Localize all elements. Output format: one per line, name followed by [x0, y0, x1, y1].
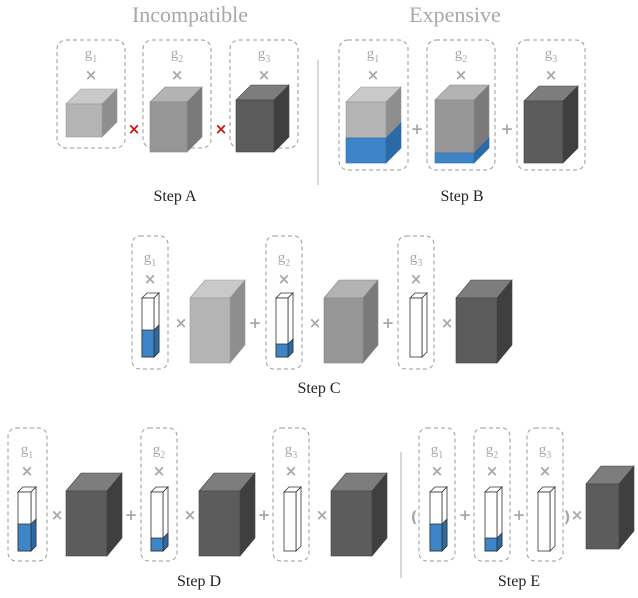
- plus-sign: +: [249, 314, 262, 332]
- times-sign: ×: [410, 270, 423, 288]
- times-sign: ×: [571, 506, 584, 524]
- cube-light: [65, 88, 118, 138]
- cube-dark: [235, 84, 290, 153]
- plus-sign: +: [258, 506, 271, 524]
- step-b-label: Step B: [440, 188, 483, 205]
- times-sign: ×: [144, 270, 157, 288]
- thin-bar: [409, 292, 428, 358]
- g2-box: [265, 235, 303, 370]
- g3-label: g3: [539, 442, 552, 461]
- thin-bar-blue: [150, 486, 169, 552]
- cube-dark: [198, 472, 256, 557]
- g3-box: [272, 427, 310, 562]
- g1-box: [338, 39, 409, 171]
- thin-bar-blue: [141, 292, 160, 358]
- plus-sign: +: [501, 120, 514, 138]
- g2-label: g2: [278, 250, 291, 269]
- thin-bar: [537, 486, 556, 552]
- cube-dark: [523, 85, 579, 164]
- g3-label: g3: [410, 250, 423, 269]
- g1-box: [7, 427, 48, 562]
- thin-bar-blue: [429, 486, 448, 552]
- times-sign: ×: [175, 314, 188, 332]
- cube-dark: [585, 465, 635, 550]
- left-paren: (: [411, 508, 418, 526]
- g2-label: g2: [153, 442, 166, 461]
- times-sign: ×: [171, 66, 184, 84]
- times-sign: ×: [441, 314, 454, 332]
- times-sign: ×: [431, 462, 444, 480]
- g2-label: g2: [455, 46, 468, 65]
- times-sign: ×: [153, 462, 166, 480]
- cube-light: [189, 279, 246, 364]
- cube-mid-blue: [434, 84, 490, 164]
- times-sign: ×: [278, 270, 291, 288]
- thin-bar-blue: [484, 486, 503, 552]
- plus-sign: +: [411, 120, 424, 138]
- g2-label: g2: [171, 46, 184, 65]
- g2-box: [142, 39, 212, 149]
- cube-mid: [323, 279, 379, 364]
- red-times-2: ×: [215, 120, 228, 138]
- thin-bar-blue: [275, 292, 294, 358]
- g1-label: g1: [85, 46, 98, 65]
- g3-box: [397, 235, 435, 370]
- times-sign: ×: [258, 66, 271, 84]
- times-sign: ×: [184, 506, 197, 524]
- title-expensive: Expensive: [409, 2, 501, 27]
- thin-bar: [283, 486, 302, 552]
- g1-label: g1: [431, 442, 444, 461]
- g1-box: [418, 427, 456, 562]
- step-c-label: Step C: [297, 380, 340, 397]
- title-incompatible: Incompatible: [132, 2, 248, 27]
- g2-label: g2: [486, 442, 499, 461]
- g3-label: g3: [545, 46, 558, 65]
- step-a-label: Step A: [153, 188, 197, 205]
- cube-dark: [330, 472, 388, 557]
- right-paren: ): [564, 508, 571, 526]
- g3-box: [516, 39, 586, 171]
- plus-sign: +: [125, 506, 138, 524]
- times-sign: ×: [486, 462, 499, 480]
- times-sign: ×: [285, 462, 298, 480]
- step-a-group: g1 × × g2 × × g3 × Step A: [56, 39, 299, 205]
- g2-box: [140, 427, 178, 562]
- step-d-label: Step D: [177, 573, 221, 590]
- g1-box: [131, 235, 169, 370]
- g3-box: [526, 427, 564, 562]
- g3-label: g3: [285, 442, 298, 461]
- cube-dark: [455, 279, 513, 364]
- cube-dark: [65, 472, 123, 557]
- step-d-group: g1 × × + g2 × ×: [7, 427, 388, 590]
- g3-box: [229, 39, 299, 149]
- times-sign: ×: [316, 506, 329, 524]
- times-sign: ×: [539, 462, 552, 480]
- g3-label: g3: [258, 46, 271, 65]
- g2-box: [426, 39, 496, 171]
- cube-mid: [149, 86, 203, 153]
- g1-label: g1: [367, 46, 380, 65]
- step-b-group: g1 × + g2 × + g3 × Step B: [338, 39, 586, 205]
- times-sign: ×: [367, 66, 380, 84]
- times-sign: ×: [21, 462, 34, 480]
- times-sign: ×: [309, 314, 322, 332]
- cube-light-blue: [345, 86, 402, 164]
- g1-label: g1: [144, 250, 157, 269]
- step-c-group: g1 × × + g2 × ×: [131, 235, 513, 397]
- g2-box: [473, 427, 511, 562]
- plus-sign: +: [513, 506, 526, 524]
- times-sign: ×: [455, 66, 468, 84]
- step-e-group: ( g1 × + g2 × + g3 × ): [411, 427, 635, 590]
- times-sign: ×: [85, 66, 98, 84]
- g1-box: [56, 39, 126, 149]
- thin-bar-blue: [17, 486, 37, 552]
- plus-sign: +: [459, 506, 472, 524]
- plus-sign: +: [382, 314, 395, 332]
- times-sign: ×: [51, 506, 64, 524]
- red-times-1: ×: [128, 120, 141, 138]
- times-sign: ×: [545, 66, 558, 84]
- g1-label: g1: [21, 442, 34, 461]
- step-e-label: Step E: [498, 573, 540, 590]
